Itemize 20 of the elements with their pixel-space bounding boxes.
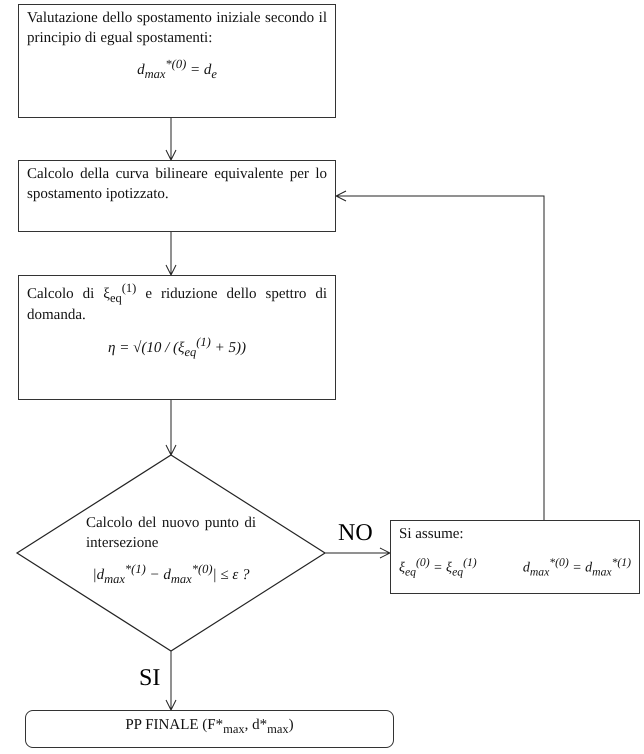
process-box	[18, 275, 336, 400]
terminal-box	[25, 710, 394, 748]
arrow	[166, 118, 176, 160]
arrow	[166, 650, 176, 710]
box-text: Calcolo di ξ$_{eq}$$^{(1)}$ e riduzione dello spettro di domanda.	[27, 280, 327, 326]
arrow	[336, 190, 544, 520]
arrow	[166, 232, 176, 276]
process-box	[18, 160, 336, 232]
box-text: PP FINALE (F*$_{max}$, d*$_{max}$)	[125, 716, 294, 738]
formula: η = √(10 / (ξ$_{eq}$$^{(1)}$ + 5))	[108, 334, 246, 360]
box-text: Calcolo della curva bilineare equivalente per lo spostamento ipotizzato.	[27, 165, 327, 204]
process-box	[390, 520, 640, 594]
box-text: Si assume:	[399, 525, 465, 544]
formula: d$_{max}$$^{*(0)}$ = d$_{e}$	[137, 56, 217, 82]
process-box	[18, 4, 336, 118]
arrow	[166, 400, 176, 456]
arrow	[324, 548, 390, 558]
formula: |d$_{max}$$^{*(1)}$ − d$_{max}$$^{*(0)}$| ≤ ε ?	[92, 561, 250, 588]
box-text: Valutazione dello spostamento iniziale secondo il principio di egual spostamenti:	[27, 9, 327, 48]
decision-text: Calcolo del nuovo punto di intersezione	[86, 514, 256, 553]
